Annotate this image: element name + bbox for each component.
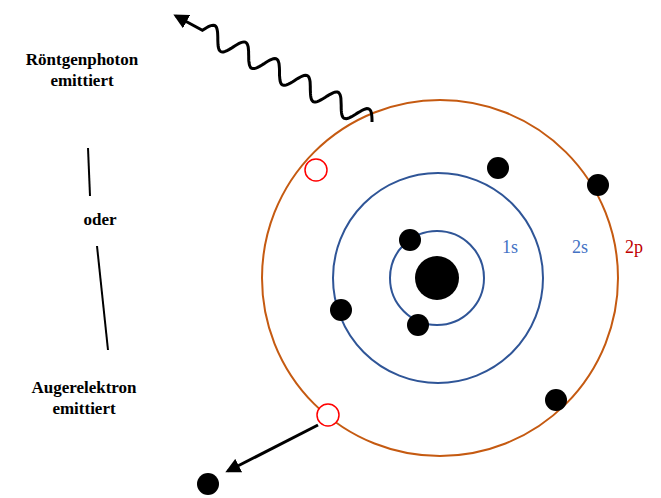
nucleus bbox=[415, 256, 459, 300]
photon-wave bbox=[176, 16, 372, 122]
process-label: Augerelektron emittiert bbox=[9, 377, 159, 420]
divider-line bbox=[97, 246, 108, 350]
process-label: Röntgenphoton emittiert bbox=[7, 49, 157, 92]
shell-2p bbox=[262, 100, 618, 456]
auger-arrow bbox=[228, 425, 318, 471]
electrons bbox=[197, 157, 609, 495]
connector-word: oder bbox=[25, 209, 175, 230]
divider-line bbox=[88, 148, 90, 196]
holes bbox=[305, 159, 339, 426]
shell-label: 2p bbox=[625, 238, 643, 256]
shell-2s bbox=[333, 173, 543, 383]
shell-label: 2s bbox=[572, 238, 588, 256]
shell-label: 1s bbox=[502, 238, 518, 256]
